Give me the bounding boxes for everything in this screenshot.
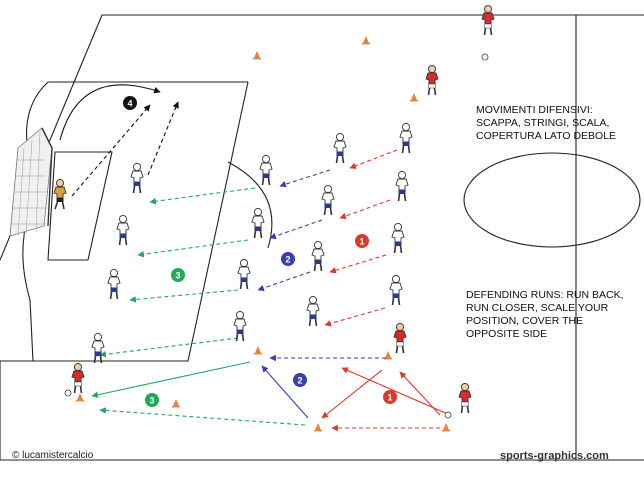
badge-black-4: 4 <box>123 96 137 110</box>
goalkeeper <box>53 178 67 210</box>
balls <box>64 53 489 419</box>
movement-arrows <box>59 84 451 432</box>
italian-note-line: SCAPPA, STRINGI, SCALA, <box>476 117 610 129</box>
english-note-line: DEFENDING RUNS: RUN BACK, <box>466 289 624 301</box>
badge-blue-2b: 2 <box>293 373 307 387</box>
svg-text:1: 1 <box>359 237 364 247</box>
svg-text:3: 3 <box>149 396 154 406</box>
svg-text:3: 3 <box>175 271 180 281</box>
svg-text:4: 4 <box>127 99 132 109</box>
english-notes: DEFENDING RUNS: RUN BACK, RUN CLOSER, SC… <box>466 289 624 341</box>
copyright-credit: © lucamistercalcio <box>12 450 94 461</box>
italian-note-line: COPERTURA LATO DEBOLE <box>476 130 617 142</box>
english-note-line: RUN CLOSER, SCALE YOUR <box>466 302 609 314</box>
badge-red-1b: 1 <box>383 390 397 404</box>
site-credit: sports-graphics.com <box>500 450 609 462</box>
italian-notes: MOVIMENTI DIFENSIVI: SCAPPA, STRINGI, SC… <box>476 104 616 143</box>
badge-blue-2a: 2 <box>281 252 295 266</box>
red-players <box>71 4 495 414</box>
svg-text:2: 2 <box>297 376 302 386</box>
goal <box>9 127 53 237</box>
pitch-lines <box>0 14 644 461</box>
italian-note-line: MOVIMENTI DIFENSIVI: <box>476 104 593 116</box>
badge-green-3a: 3 <box>171 268 185 282</box>
svg-text:2: 2 <box>285 255 290 265</box>
badge-red-1a: 1 <box>355 234 369 248</box>
english-note-line: OPPOSITE SIDE <box>466 328 548 340</box>
number-badges: 1 1 2 2 3 3 4 <box>123 96 397 407</box>
badge-green-3b: 3 <box>145 393 159 407</box>
svg-text:1: 1 <box>387 393 392 403</box>
english-note-line: POSITION, COVER THE <box>466 315 584 327</box>
